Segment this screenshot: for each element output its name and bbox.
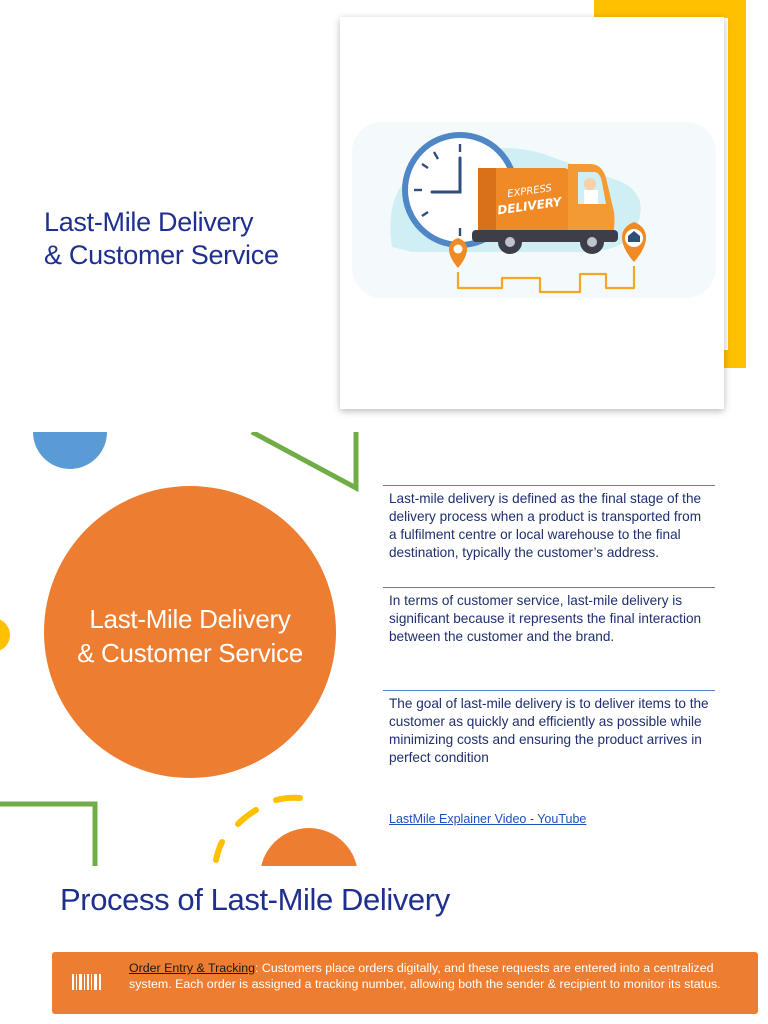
route-line xyxy=(456,266,636,294)
orange-title-circle xyxy=(44,486,336,778)
goal-paragraph: The goal of last-mile delivery is to del… xyxy=(383,690,715,767)
delivery-van-icon: EXPRESS DELIVERY xyxy=(472,164,618,254)
slide-process: Process of Last-Mile Delivery Order Entr… xyxy=(0,866,768,1024)
explainer-video-link[interactable]: LastMile Explainer Video - YouTube xyxy=(389,812,587,826)
circle-title-line-1: Last-Mile Delivery xyxy=(89,604,291,634)
circle-title: Last-Mile Delivery & Customer Service xyxy=(44,602,336,670)
title-line-2: & Customer Service xyxy=(44,240,279,270)
express-delivery-illustration: EXPRESS DELIVERY xyxy=(352,122,716,298)
slide-title: Last-Mile Delivery & Customer Service xyxy=(0,0,768,420)
slide-definition: Last-Mile Delivery & Customer Service La… xyxy=(0,432,768,866)
customer-service-paragraph: In terms of customer service, last-mile … xyxy=(383,587,715,646)
home-pin-icon xyxy=(622,222,646,262)
definition-paragraph: Last-mile delivery is defined as the fin… xyxy=(383,485,715,562)
step-label: Order Entry & Tracking xyxy=(129,961,256,975)
process-title: Process of Last-Mile Delivery xyxy=(60,882,450,917)
step-body: : Customers place orders digitally, and … xyxy=(129,961,721,991)
green-corner-top xyxy=(250,432,359,493)
green-corner-bottom xyxy=(0,801,98,866)
circle-title-line-2: & Customer Service xyxy=(77,638,303,668)
process-step-order-entry: Order Entry & Tracking: Customers place … xyxy=(52,952,758,1014)
title-line-1: Last-Mile Delivery xyxy=(44,207,254,237)
yellow-circle-decoration xyxy=(0,618,10,652)
yellow-dash-arc xyxy=(213,794,303,863)
slide-title-heading: Last-Mile Delivery & Customer Service xyxy=(44,206,334,272)
step-description: Order Entry & Tracking: Customers place … xyxy=(129,960,741,992)
decorative-lines xyxy=(0,432,359,866)
location-pin-icon xyxy=(449,238,467,268)
barcode-icon xyxy=(72,974,101,990)
